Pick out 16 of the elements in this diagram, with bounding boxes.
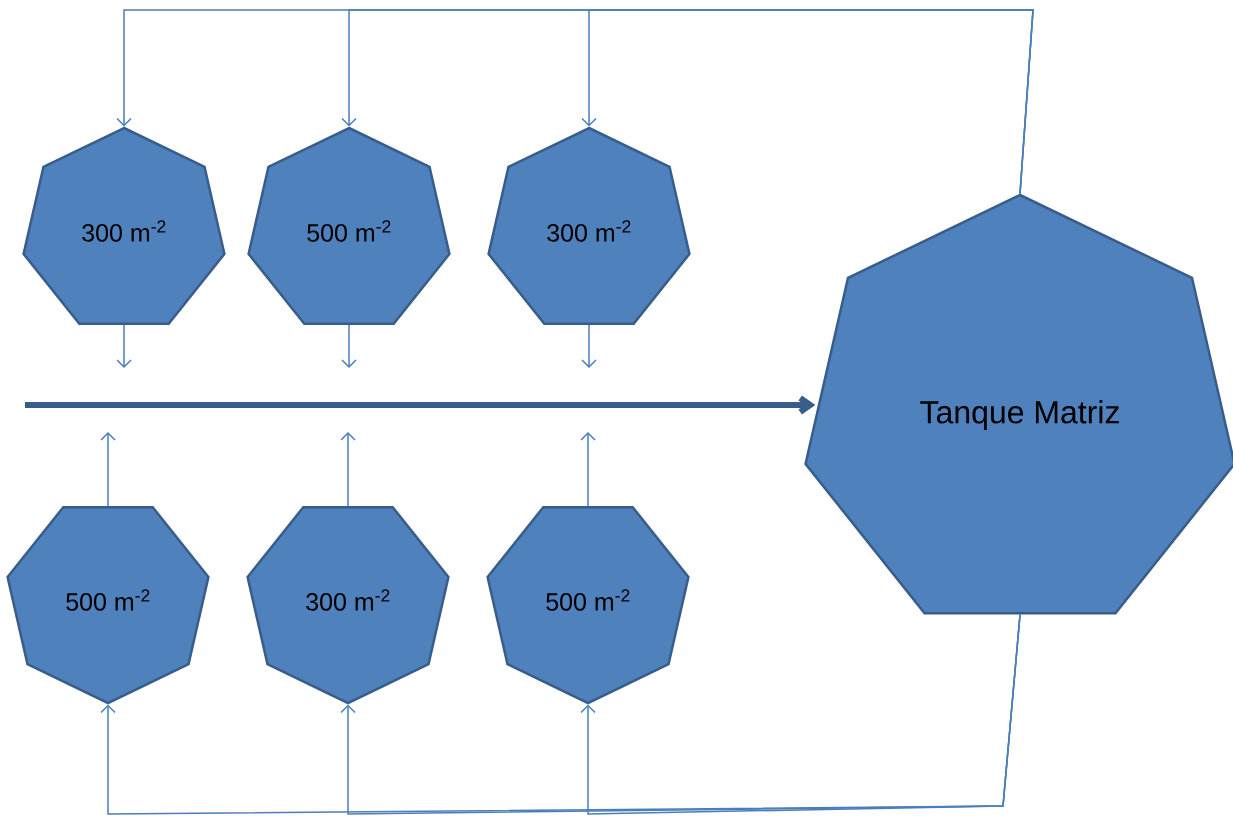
arrow: [341, 324, 357, 368]
arrow: [581, 324, 597, 368]
thick-arrow: [25, 395, 816, 415]
arrow: [580, 432, 596, 507]
heptagon: 500 m$^{-2}$: [486, 505, 690, 705]
heptagon: 500 m$^{-2}$: [247, 126, 451, 326]
arrow: [116, 324, 132, 368]
arrow: [580, 613, 1021, 815]
heptagon: Tanque Matriz: [804, 193, 1233, 615]
arrow: [340, 432, 356, 507]
arrow: [581, 9, 1034, 195]
heptagon: 300 m$^{-2}$: [246, 505, 450, 705]
arrow: [100, 432, 116, 507]
heptagon: 300 m$^{-2}$: [487, 126, 691, 326]
heptagon: 300 m$^{-2}$: [22, 126, 226, 326]
heptagon: 500 m$^{-2}$: [6, 505, 210, 705]
